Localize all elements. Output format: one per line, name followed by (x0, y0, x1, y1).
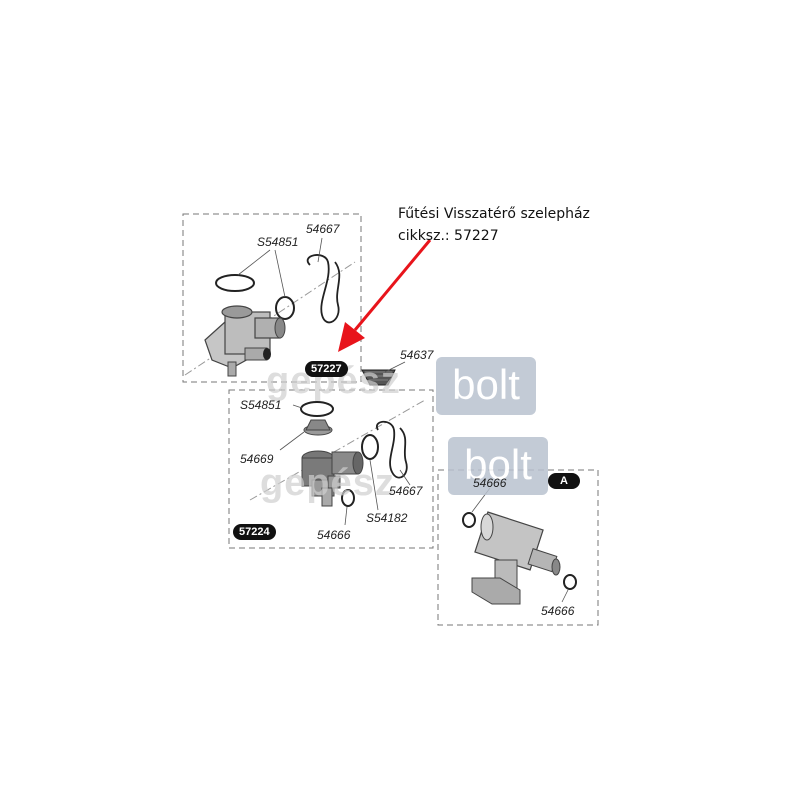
top-oring-small (275, 296, 295, 320)
label-right-54666-top: 54666 (473, 476, 507, 490)
top-oring-s54851 (215, 274, 255, 292)
red-arrow (338, 239, 432, 352)
label-mid-54666: 54666 (317, 528, 351, 542)
strainer-54637 (361, 369, 396, 386)
label-mid-s54851: S54851 (240, 398, 282, 412)
right-oring-54666-bottom (563, 574, 577, 590)
label-s54182: S54182 (366, 511, 408, 525)
top-spring-clip-54667 (306, 254, 341, 324)
badge-variant-a: A (548, 473, 580, 489)
label-top-54667: 54667 (306, 222, 340, 236)
mid-oring-54666 (341, 489, 355, 507)
right-oring-54666-top (462, 512, 476, 528)
top-assembly-box (182, 213, 362, 383)
watermark-bolt-lower: bolt (448, 437, 548, 495)
caption-part-number: cikksz.: 57227 (398, 228, 499, 244)
label-54669: 54669 (240, 452, 274, 466)
mid-spring-clip-54667 (376, 420, 408, 479)
mid-axis-line (249, 399, 426, 501)
right-tee-fitting (471, 511, 561, 605)
label-54637: 54637 (400, 348, 434, 362)
watermark-gepesz-lower: gepész (260, 462, 395, 504)
mid-oring-s54182 (361, 434, 379, 460)
middle-assembly-box (228, 389, 434, 549)
caption-title: Fűtési Visszatérő szelepház (398, 206, 590, 222)
mid-valve-body (301, 450, 364, 507)
badge-57227: 57227 (305, 361, 348, 377)
badge-57224: 57224 (233, 524, 276, 540)
cap-54669 (303, 419, 333, 436)
label-right-54666-bottom: 54666 (541, 604, 575, 618)
watermark-bolt-mid: bolt (436, 357, 536, 415)
label-top-s54851: S54851 (257, 235, 299, 249)
top-valve-body (204, 305, 286, 377)
label-mid-54667: 54667 (389, 484, 423, 498)
mid-oring-s54851 (300, 401, 334, 417)
